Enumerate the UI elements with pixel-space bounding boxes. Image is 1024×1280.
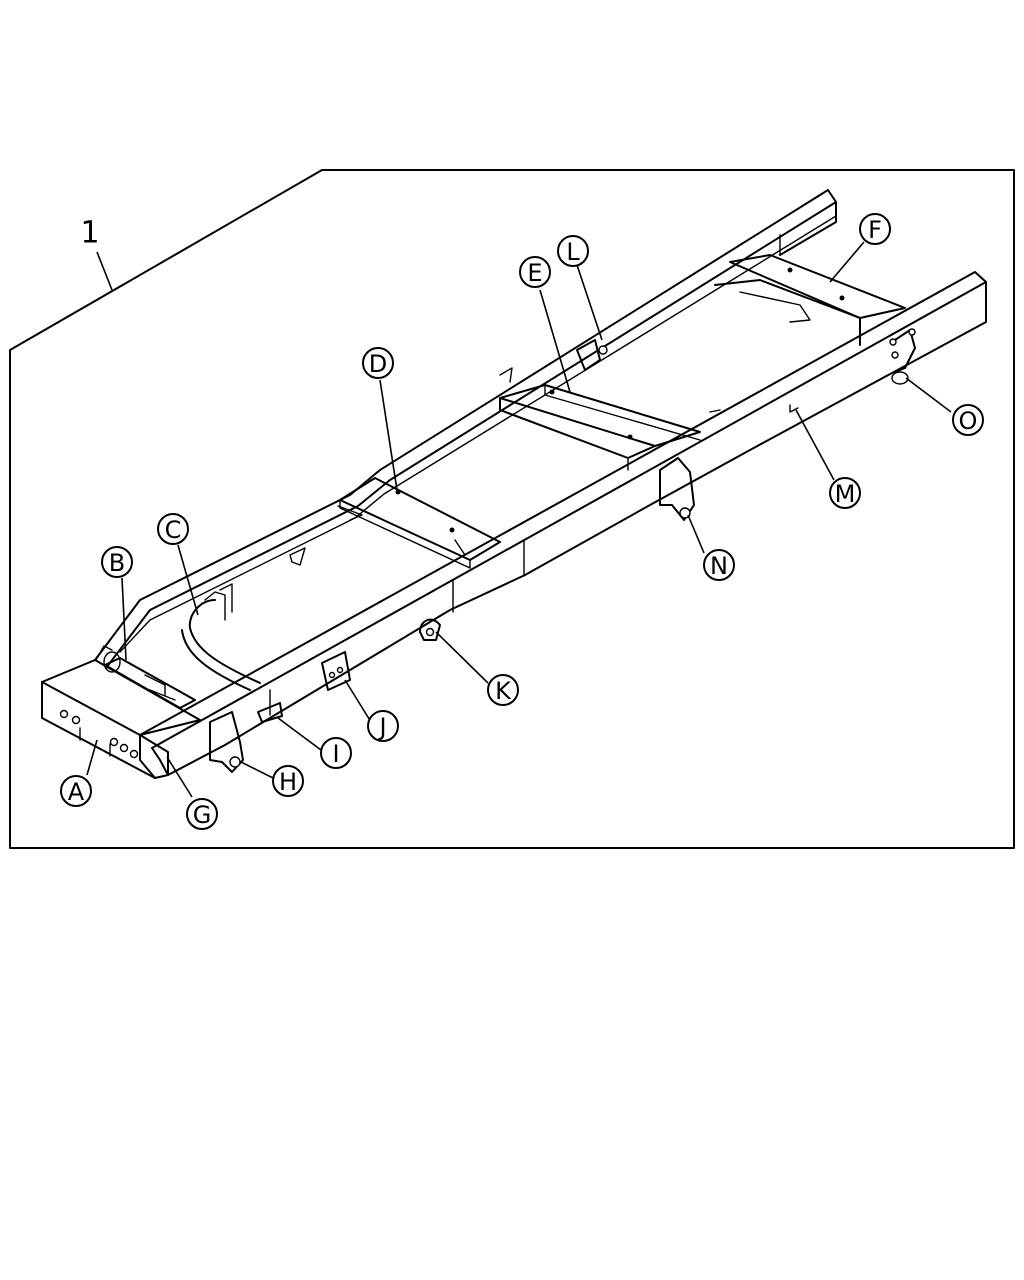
callout-j: J: [367, 710, 399, 742]
assembly-number-leader: [96, 251, 113, 291]
callout-l: L: [557, 235, 589, 267]
spring-hanger-o: [889, 328, 916, 385]
near-side-rail: [139, 271, 987, 776]
callout-b: B: [101, 546, 133, 578]
spring-bracket-h: [209, 711, 244, 773]
callout-k: K: [487, 674, 519, 706]
bracket-l: [576, 339, 608, 371]
svg-text:M: M: [835, 480, 856, 508]
callout-d: D: [362, 347, 394, 379]
svg-text:D: D: [369, 350, 387, 378]
far-rail-mount: [289, 367, 721, 566]
callout-i: I: [320, 737, 352, 769]
callout-e: E: [519, 256, 551, 288]
cross-member-d: [337, 477, 501, 569]
svg-text:L: L: [566, 238, 580, 266]
bracket-j: [321, 651, 351, 691]
callout-g: G: [186, 798, 218, 830]
svg-text:F: F: [868, 216, 882, 244]
svg-text:N: N: [710, 552, 728, 580]
callout-n: N: [703, 549, 735, 581]
callout-f: F: [859, 213, 891, 245]
svg-text:O: O: [959, 407, 978, 435]
bracket-k: [419, 618, 441, 641]
callout-m: M: [829, 477, 861, 509]
svg-text:H: H: [279, 768, 297, 796]
brake-pipe-c: [181, 583, 261, 691]
svg-text:G: G: [193, 801, 212, 829]
svg-text:B: B: [109, 549, 125, 577]
spring-bracket-n: [659, 457, 695, 521]
callout-o: O: [952, 404, 984, 436]
diagram-panel-border: [9, 169, 1015, 849]
svg-text:E: E: [527, 259, 542, 287]
svg-text:C: C: [165, 516, 182, 544]
callout-c: C: [157, 513, 189, 545]
svg-text:J: J: [377, 713, 386, 741]
svg-text:A: A: [68, 778, 85, 806]
front-cross-member: [41, 659, 201, 779]
bracket-i: [257, 702, 283, 723]
callout-h: H: [272, 765, 304, 797]
cross-member-f: [714, 254, 906, 346]
cross-member-e: [499, 384, 701, 471]
bracket-m: [789, 404, 799, 413]
svg-text:K: K: [495, 677, 512, 705]
assembly-number: 1: [80, 216, 99, 251]
callout-leaders: [86, 241, 952, 798]
front-tube-b: [95, 645, 196, 709]
svg-text:I: I: [332, 740, 339, 768]
chassis-frame: [41, 189, 987, 779]
callout-a: A: [60, 775, 92, 807]
